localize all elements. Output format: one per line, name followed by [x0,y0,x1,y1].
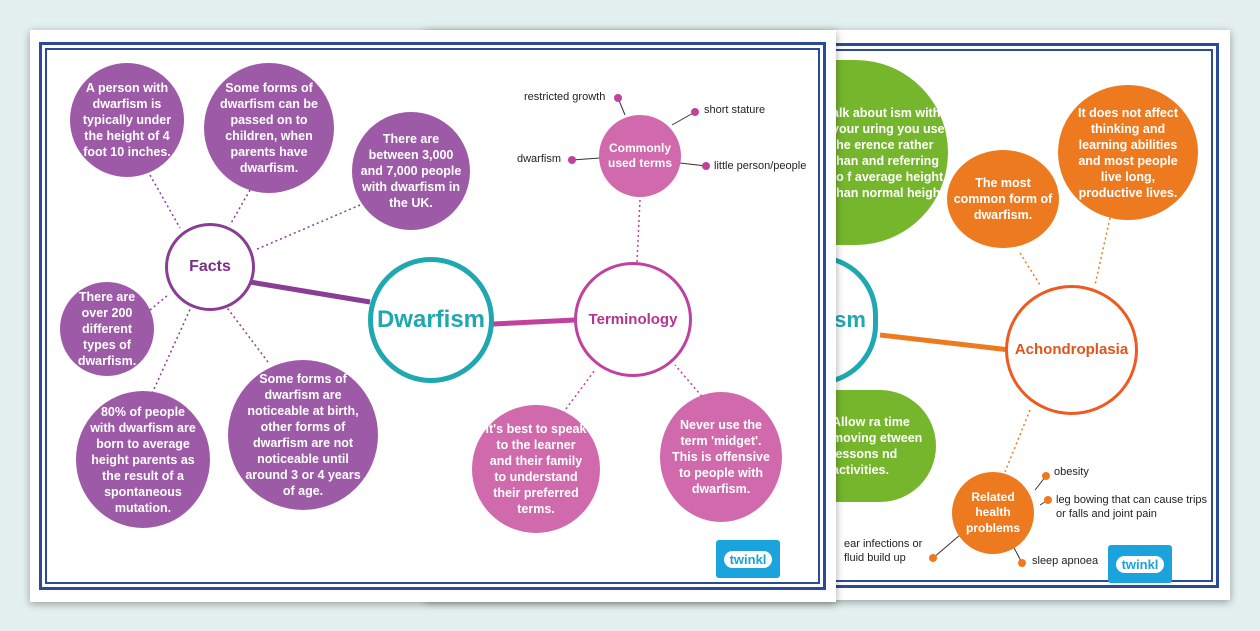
terminology-2-bubble: Never use the term 'midget'. This is off… [660,392,782,522]
term-short-stature: short stature [704,104,766,116]
right-fact-1-bubble: The most common form of dwarfism. [947,150,1059,248]
fact-3-bubble: There are between 3,000 and 7,000 people… [352,112,470,230]
right-fact-1-text: The most common form of dwarfism. [953,176,1053,222]
health-item-sleep-apnoea: sleep apnoea [1032,555,1099,567]
commonly-used-terms-label: Commonly used terms [607,140,673,170]
fact-4-text: There are over 200 different types of dw… [77,290,137,368]
left-poster-frame [39,42,826,590]
achondroplasia-label: Achondroplasia [1014,341,1129,359]
health-hub-label: Related health problems [965,489,1020,535]
fact-3-text: There are between 3,000 and 7,000 people… [360,132,462,210]
terminology-1-text: It's best to speak to the learner and th… [485,422,587,516]
fact-6-bubble: Some forms of dwarfism are noticeable at… [228,360,378,510]
term-restricted-growth: restricted growth [524,91,606,103]
term-dwarfism: dwarfism [517,153,562,165]
left-twinkl-logo: twinkl [716,540,780,578]
right-tip-2-bubble: Allow ra time moving etween lessons nd a… [818,390,936,502]
terminology-label: Terminology [588,310,678,328]
right-tip-2-text: Allow ra time moving etween lessons nd a… [832,415,923,477]
dwarfism-center: Dwarfism [368,257,494,383]
dwarfism-label: Dwarfism [376,305,486,333]
fact-5-text: 80% of people with dwarfism are born to … [90,404,196,515]
achondroplasia-hub: Achondroplasia [1005,285,1138,415]
right-fact-2-text: It does not affect thinking and learning… [1077,105,1178,200]
health-item-leg-bowing: leg bowing that can cause trips or falls… [1056,494,1208,521]
fact-2-bubble: Some forms of dwarfism can be passed on … [204,63,334,193]
right-twinkl-logo: twinkl [1108,545,1172,583]
term-little-person: little person/people [714,160,807,172]
right-logo-text: twinkl [1115,555,1165,573]
facts-hub: Facts [165,223,255,311]
terminology-2-text: Never use the term 'midget'. This is off… [672,418,770,496]
left-logo-text: twinkl [723,550,773,568]
health-item-obesity: obesity [1054,466,1089,478]
fact-1-bubble: A person with dwarfism is typically unde… [70,63,184,177]
health-hub: Related health problems [952,472,1034,554]
fact-5-bubble: 80% of people with dwarfism are born to … [76,391,210,528]
fact-1-text: A person with dwarfism is typically unde… [82,81,172,159]
right-tip-1-text: alk about ism with your uring you use th… [832,105,948,200]
terminology-1-bubble: It's best to speak to the learner and th… [472,405,600,533]
fact-2-text: Some forms of dwarfism can be passed on … [220,81,318,175]
health-item-ear-infections: ear infections or fluid build up [844,538,923,565]
facts-hub-label: Facts [189,257,231,275]
fact-4-bubble: There are over 200 different types of dw… [60,282,154,376]
right-fact-2-bubble: It does not affect thinking and learning… [1058,85,1198,220]
fact-6-text: Some forms of dwarfism are noticeable at… [245,372,361,498]
terminology-hub: Terminology [574,262,692,377]
commonly-used-terms-hub: Commonly used terms [599,115,681,197]
